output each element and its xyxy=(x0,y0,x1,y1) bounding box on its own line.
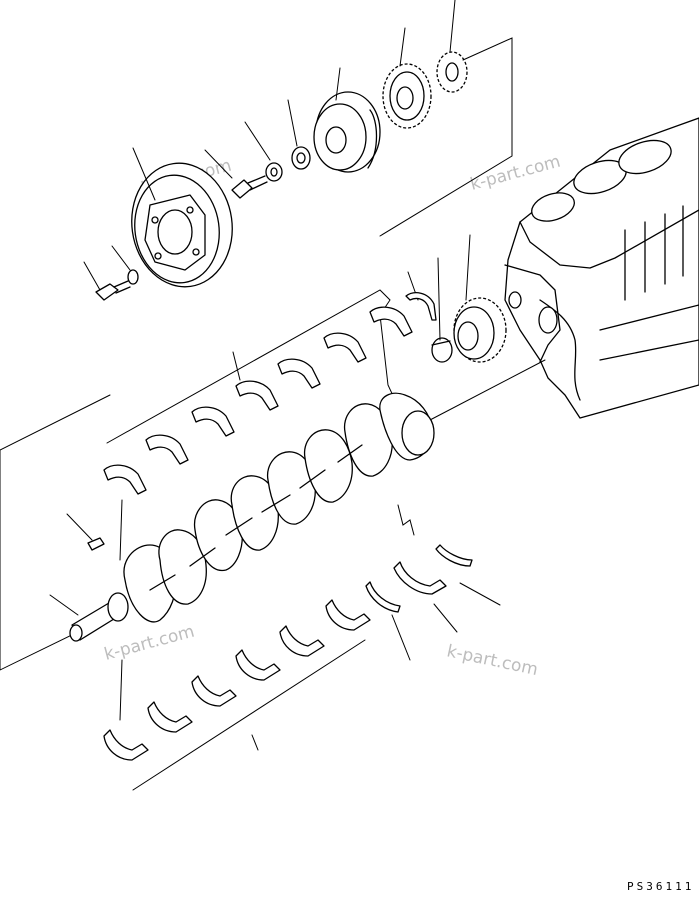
bearing-upper-2 xyxy=(145,434,189,465)
rear-bearing-set xyxy=(365,544,473,613)
thrust-washer-lower-b xyxy=(365,581,401,613)
pulley-bolt-large xyxy=(231,179,253,199)
bearing-lower-1 xyxy=(103,729,149,761)
lower-main-bearings xyxy=(103,599,371,761)
engine-block xyxy=(504,117,699,419)
bearing-lower-5 xyxy=(279,625,325,657)
bearing-upper-3 xyxy=(191,406,235,437)
crankshaft-key xyxy=(87,537,105,551)
bearing-lower-4 xyxy=(235,649,281,681)
thrust-washer-upper xyxy=(405,292,437,321)
bracket-lines xyxy=(0,37,546,791)
crankshaft-gear xyxy=(431,297,507,363)
bearing-lower-6 xyxy=(325,599,371,631)
bearing-upper-1 xyxy=(103,464,147,495)
bearing-upper-7 xyxy=(369,306,413,337)
leader-lines xyxy=(49,0,501,751)
bearing-upper-6 xyxy=(323,332,367,363)
bearing-lower-rear xyxy=(393,561,447,595)
pulley-assembly xyxy=(95,51,468,301)
drawing-code: PS36111 xyxy=(627,880,694,893)
thrust-washer-lower-a xyxy=(435,544,473,567)
watermark-2: k-part.com xyxy=(468,152,563,195)
watermark-4: k-part.com xyxy=(445,641,540,680)
bearing-upper-4 xyxy=(235,380,279,411)
bearing-lower-3 xyxy=(191,675,237,707)
crankshaft xyxy=(69,392,435,642)
bearing-upper-5 xyxy=(277,358,321,389)
bearing-lower-2 xyxy=(147,701,193,733)
watermark-3: k-part.com xyxy=(102,622,197,665)
pulley-bolt-small xyxy=(95,283,119,301)
lock-washer xyxy=(127,269,139,285)
upper-main-bearings xyxy=(103,292,437,495)
